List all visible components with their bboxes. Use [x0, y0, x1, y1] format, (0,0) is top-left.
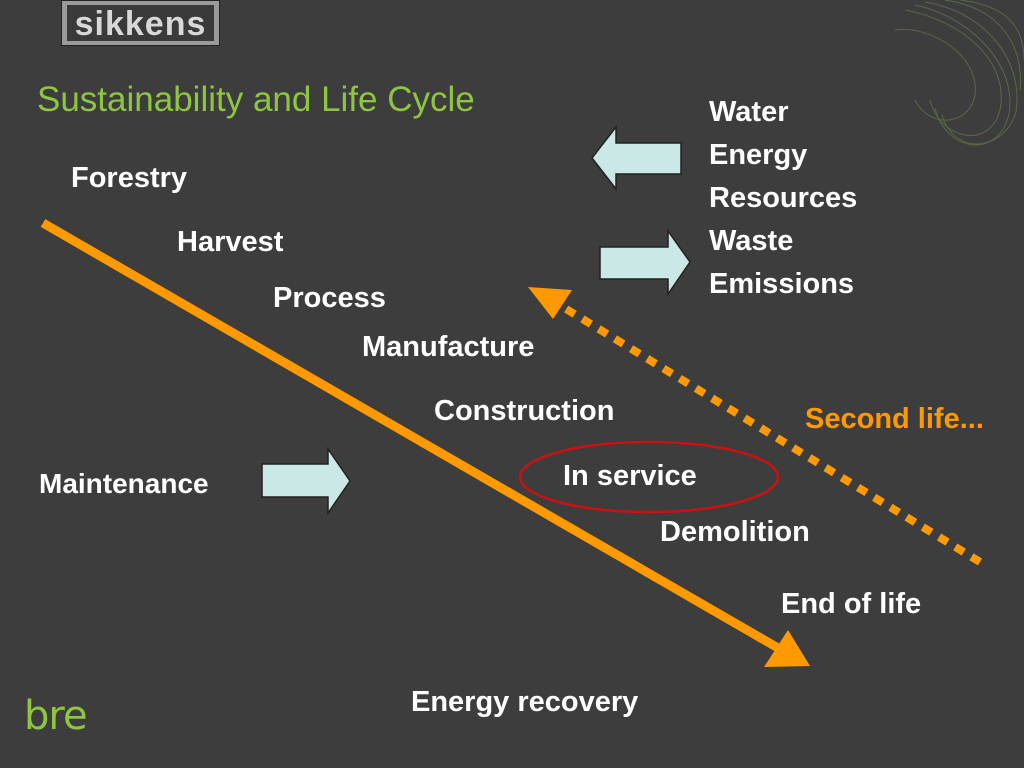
input-water: Water — [709, 96, 789, 128]
input-energy: Energy — [709, 139, 808, 171]
stage-end-of-life: End of life — [781, 588, 922, 620]
output-emissions: Emissions — [709, 268, 855, 300]
sikkens-logo: sikkens — [61, 0, 220, 46]
maintenance-block-arrow — [261, 446, 351, 516]
swirl-decoration — [894, 0, 1024, 146]
output-block-arrow — [599, 228, 691, 297]
stage-manufacture: Manufacture — [362, 331, 535, 363]
second-life-arrowhead — [528, 287, 572, 319]
bre-logo: bre — [24, 693, 88, 739]
second-life-arrow-line — [555, 300, 983, 566]
lifecycle-arrowhead — [764, 630, 810, 667]
in-service-highlight-ellipse — [518, 440, 780, 514]
input-block-arrow — [591, 124, 682, 192]
stage-forestry: Forestry — [71, 162, 188, 194]
maintenance-label: Maintenance — [39, 468, 209, 499]
stage-process: Process — [273, 282, 386, 314]
lifecycle-arrow-line — [40, 219, 788, 656]
stage-construction: Construction — [434, 395, 615, 427]
input-resources: Resources — [709, 182, 858, 214]
second-life-label: Second life... — [805, 403, 984, 435]
stage-demolition: Demolition — [660, 516, 810, 548]
output-waste: Waste — [709, 225, 794, 257]
stage-in-service: In service — [563, 460, 697, 492]
sikkens-logo-text: sikkens — [67, 5, 214, 43]
slide-title: Sustainability and Life Cycle — [37, 80, 475, 119]
stage-harvest: Harvest — [177, 226, 284, 258]
stage-energy-recovery: Energy recovery — [411, 686, 639, 718]
